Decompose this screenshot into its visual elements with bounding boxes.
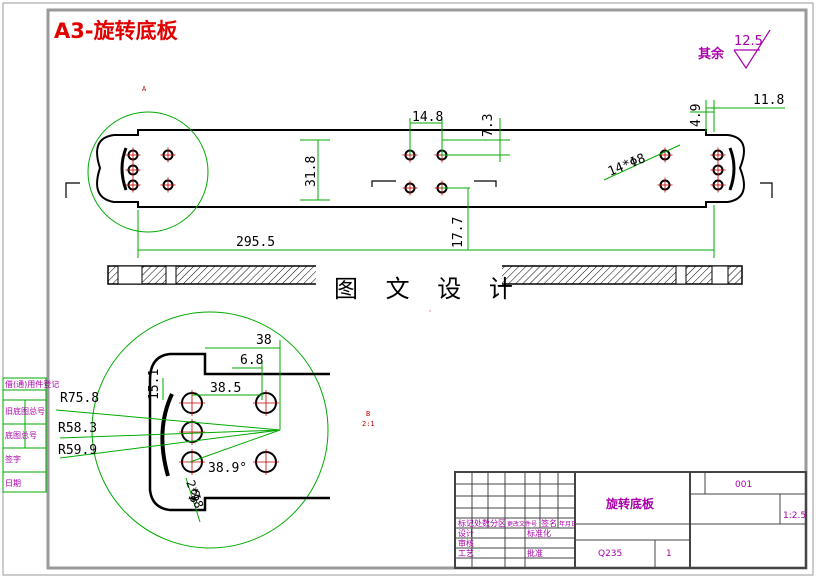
approve-label: 批准 <box>527 548 543 558</box>
watermark-mark: ◦ <box>428 308 432 315</box>
detail-a-label: A <box>142 85 147 93</box>
title-block-text: 标记 处数 分区 更改文件号 签名 年月日 设计 审核 工艺 标准化 批准 旋转… <box>458 480 806 559</box>
dim-31-8: 31.8 <box>304 156 319 187</box>
dim-17-7: 17.7 <box>451 217 466 248</box>
dim-r75-8: R75.8 <box>60 391 99 406</box>
dimension-lines-top <box>137 100 785 258</box>
hole-group-detail <box>179 390 279 475</box>
detail-circle-a <box>87 111 209 233</box>
row-label-5: 年月日 <box>559 520 577 528</box>
detail-b-label: B <box>366 410 370 418</box>
title-block <box>454 471 807 569</box>
inner-frame <box>46 8 808 570</box>
dim-38: 38 <box>256 333 272 348</box>
dim-angle-38-9: 38.9° <box>208 461 247 476</box>
detail-b-scale: 2:1 <box>362 420 375 428</box>
dim-r58-3: R58.3 <box>58 421 97 436</box>
part-name: 旋转底板 <box>605 496 655 511</box>
row-label-1: 处数 <box>474 518 490 528</box>
hole-group-top <box>125 147 726 196</box>
dimension-lines-detail <box>55 340 281 523</box>
dim-6-8: 6.8 <box>240 353 263 368</box>
row-label-3: 更改文件号 <box>507 520 537 528</box>
sheet-title: A3-旋转底板 <box>54 19 179 43</box>
dim-295-5: 295.5 <box>236 235 275 250</box>
sign-label-0: 设计 <box>458 528 474 538</box>
plan-view <box>96 129 745 208</box>
material: Q235 <box>598 549 622 559</box>
row-label-2: 分区 <box>490 519 506 528</box>
dim-11-8: 11.8 <box>753 93 784 108</box>
left-label-2: 底图总号 <box>5 430 37 440</box>
section-marks <box>65 180 773 198</box>
quantity: 1 <box>666 549 672 559</box>
watermark: 图 文 设 计 <box>334 275 523 303</box>
dim-15-1: 15.1 <box>147 369 162 400</box>
roughness-label: 其余 <box>698 46 725 62</box>
dim-14-8: 14.8 <box>412 110 443 125</box>
row-label-4: 签名 <box>541 518 557 528</box>
left-side-table: 借(通)用件登记 旧底图总号 底图总号 签字 日期 <box>2 377 59 493</box>
section-view <box>107 262 743 302</box>
plate-outline <box>96 129 745 208</box>
left-label-1: 旧底图总号 <box>5 406 45 416</box>
row-label-0: 标记 <box>458 518 474 528</box>
drawing-scale: 1:2.5 <box>783 511 806 521</box>
left-label-3: 签字 <box>5 454 21 464</box>
sign-label-1: 审核 <box>458 538 474 548</box>
left-slot <box>120 147 128 191</box>
dim-r59-9: R59.9 <box>58 443 97 458</box>
roughness-value: 12.5 <box>734 34 763 49</box>
sign-label-2: 工艺 <box>458 549 474 558</box>
drawing-number: 001 <box>735 480 752 490</box>
roughness-note: 其余 12.5 <box>698 29 771 70</box>
dim-holes: 14*Φ8 <box>606 151 648 180</box>
right-slot <box>728 147 736 191</box>
left-label-0: 借(通)用件登记 <box>5 379 59 389</box>
dim-38-5: 38.5 <box>210 381 241 396</box>
detail-outline <box>148 352 330 512</box>
left-label-4: 日期 <box>5 479 21 488</box>
dim-phi9: Φ9 <box>186 487 204 505</box>
dim-7-3: 7.3 <box>481 114 496 137</box>
dim-4-9: 4.9 <box>689 104 704 127</box>
std-label: 标准化 <box>527 528 551 538</box>
detail-circle-b <box>91 311 329 549</box>
